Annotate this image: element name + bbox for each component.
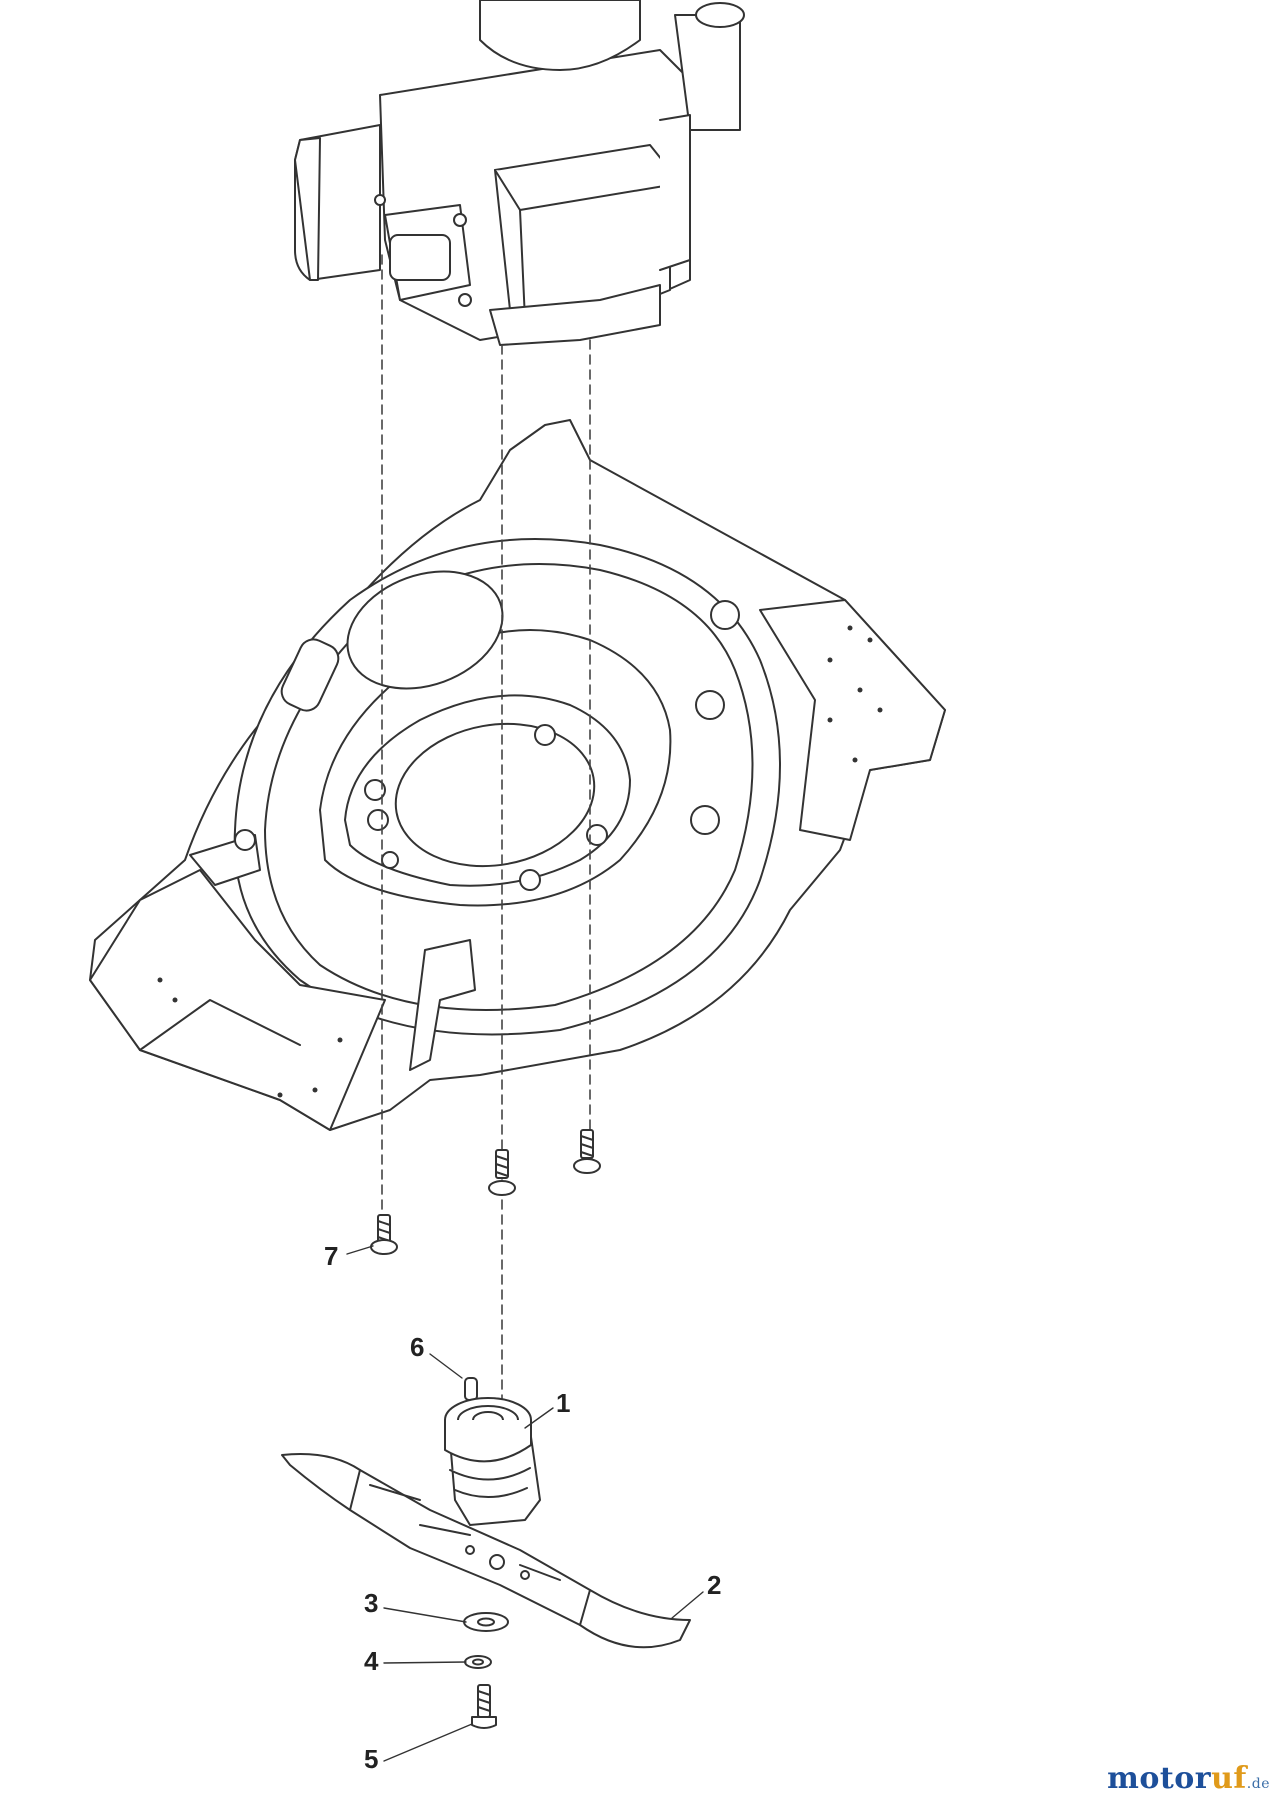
engine-top-cylinder: [479, 0, 641, 71]
watermark-logo: motoruf.de: [1107, 1761, 1270, 1796]
bolt-left: [370, 1214, 398, 1255]
bolt-middle: [488, 1149, 516, 1196]
fuel-cap: [695, 2, 745, 28]
callout-2: 2: [707, 1570, 722, 1600]
washer: [463, 1612, 509, 1632]
lock-washer: [464, 1655, 492, 1669]
air-filter-end: [294, 137, 321, 281]
spindle-recess: [346, 570, 504, 690]
callout-7: 7: [324, 1241, 339, 1271]
blade-bolt: [471, 1684, 497, 1729]
side-plate: [759, 599, 946, 841]
callout-4: 4: [364, 1646, 379, 1676]
callout-5: 5: [364, 1744, 379, 1774]
callout-1: 1: [556, 1388, 571, 1418]
callout-3: 3: [364, 1588, 379, 1618]
blade-adapter: [444, 1397, 541, 1526]
cutting-blade: [281, 1453, 691, 1649]
deck-bolts: [370, 1129, 601, 1255]
mower-deck: [89, 419, 946, 1131]
engine-base: [489, 284, 661, 346]
assembly-lines: [381, 254, 591, 1401]
leader-lines: [346, 1245, 704, 1762]
callout-6: 6: [410, 1332, 425, 1362]
rear-bracket: [89, 869, 386, 1131]
engine: [294, 0, 745, 346]
bolt-right: [573, 1129, 601, 1174]
spindle-opening: [394, 722, 596, 868]
front-bracket: [409, 939, 476, 1071]
woodruff-key: [464, 1377, 478, 1401]
